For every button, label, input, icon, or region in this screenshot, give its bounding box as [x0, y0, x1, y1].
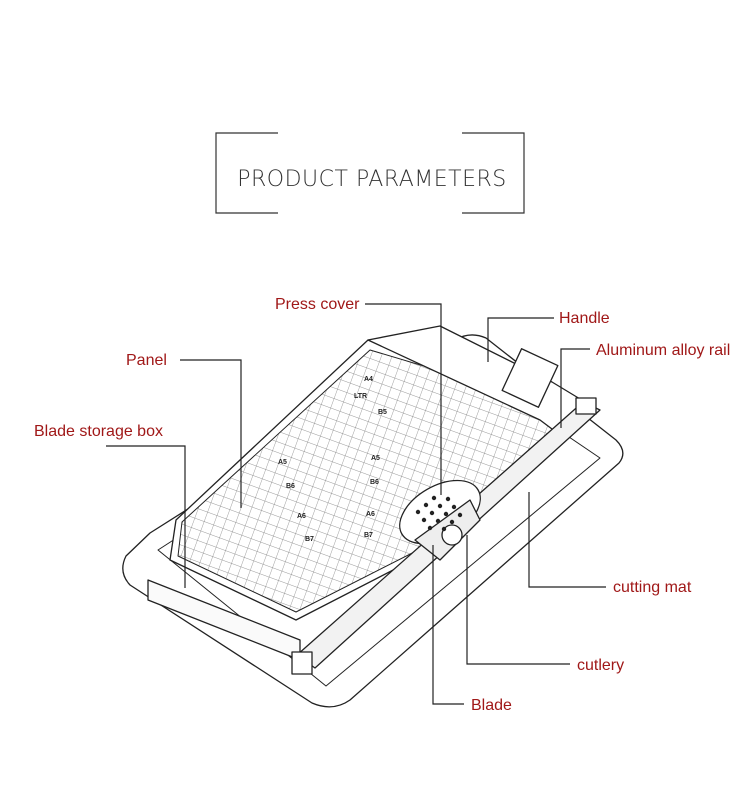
panel-size-marks: A4 LTR B5 A5 A5 B6 B6 A6 A6 B7 B7 [278, 376, 387, 543]
blade-wheel [441, 524, 463, 546]
page-title: PRODUCT PARAMETERS [237, 167, 507, 192]
label-aluminum-rail: Aluminum alloy rail [596, 342, 730, 359]
mark-a6-left: A6 [297, 513, 306, 520]
press-cover-dots [415, 495, 463, 532]
paper-cutter-illustration [122, 325, 624, 708]
label-panel: Panel [126, 352, 167, 369]
mark-b5: B5 [378, 409, 387, 416]
label-press-cover: Press cover [275, 296, 360, 313]
leader-handle [487, 317, 554, 362]
leader-lines [106, 303, 606, 705]
mark-ltr: LTR [354, 393, 367, 400]
label-cutlery: cutlery [577, 657, 624, 674]
mark-a5-right: A5 [371, 455, 380, 462]
leader-blade [432, 545, 464, 705]
leader-cutlery [466, 535, 570, 665]
label-handle: Handle [559, 310, 610, 327]
mark-a6-right: A6 [366, 511, 375, 518]
mark-b7-right: B7 [364, 532, 373, 539]
label-cutting-mat: cutting mat [613, 579, 692, 596]
leader-blade-box [106, 445, 186, 588]
mark-b6-left: B6 [286, 483, 295, 490]
mark-a4: A4 [364, 376, 373, 383]
label-blade-box: Blade storage box [34, 423, 163, 440]
rail-end-cap-bottom [291, 651, 313, 675]
handle-slot [501, 348, 559, 408]
rail-end-cap-top [575, 397, 597, 415]
leader-aluminum-rail [560, 348, 590, 428]
mark-b6-right: B6 [370, 479, 379, 486]
mark-b7-left: B7 [305, 536, 314, 543]
label-blade: Blade [471, 697, 512, 714]
leader-cutting-mat [528, 492, 606, 588]
labels: Press cover Handle Aluminum alloy rail P… [34, 296, 730, 714]
title-frame [215, 132, 525, 214]
mark-a5-left: A5 [278, 459, 287, 466]
leader-panel [180, 359, 242, 508]
leader-press-cover [365, 303, 442, 495]
